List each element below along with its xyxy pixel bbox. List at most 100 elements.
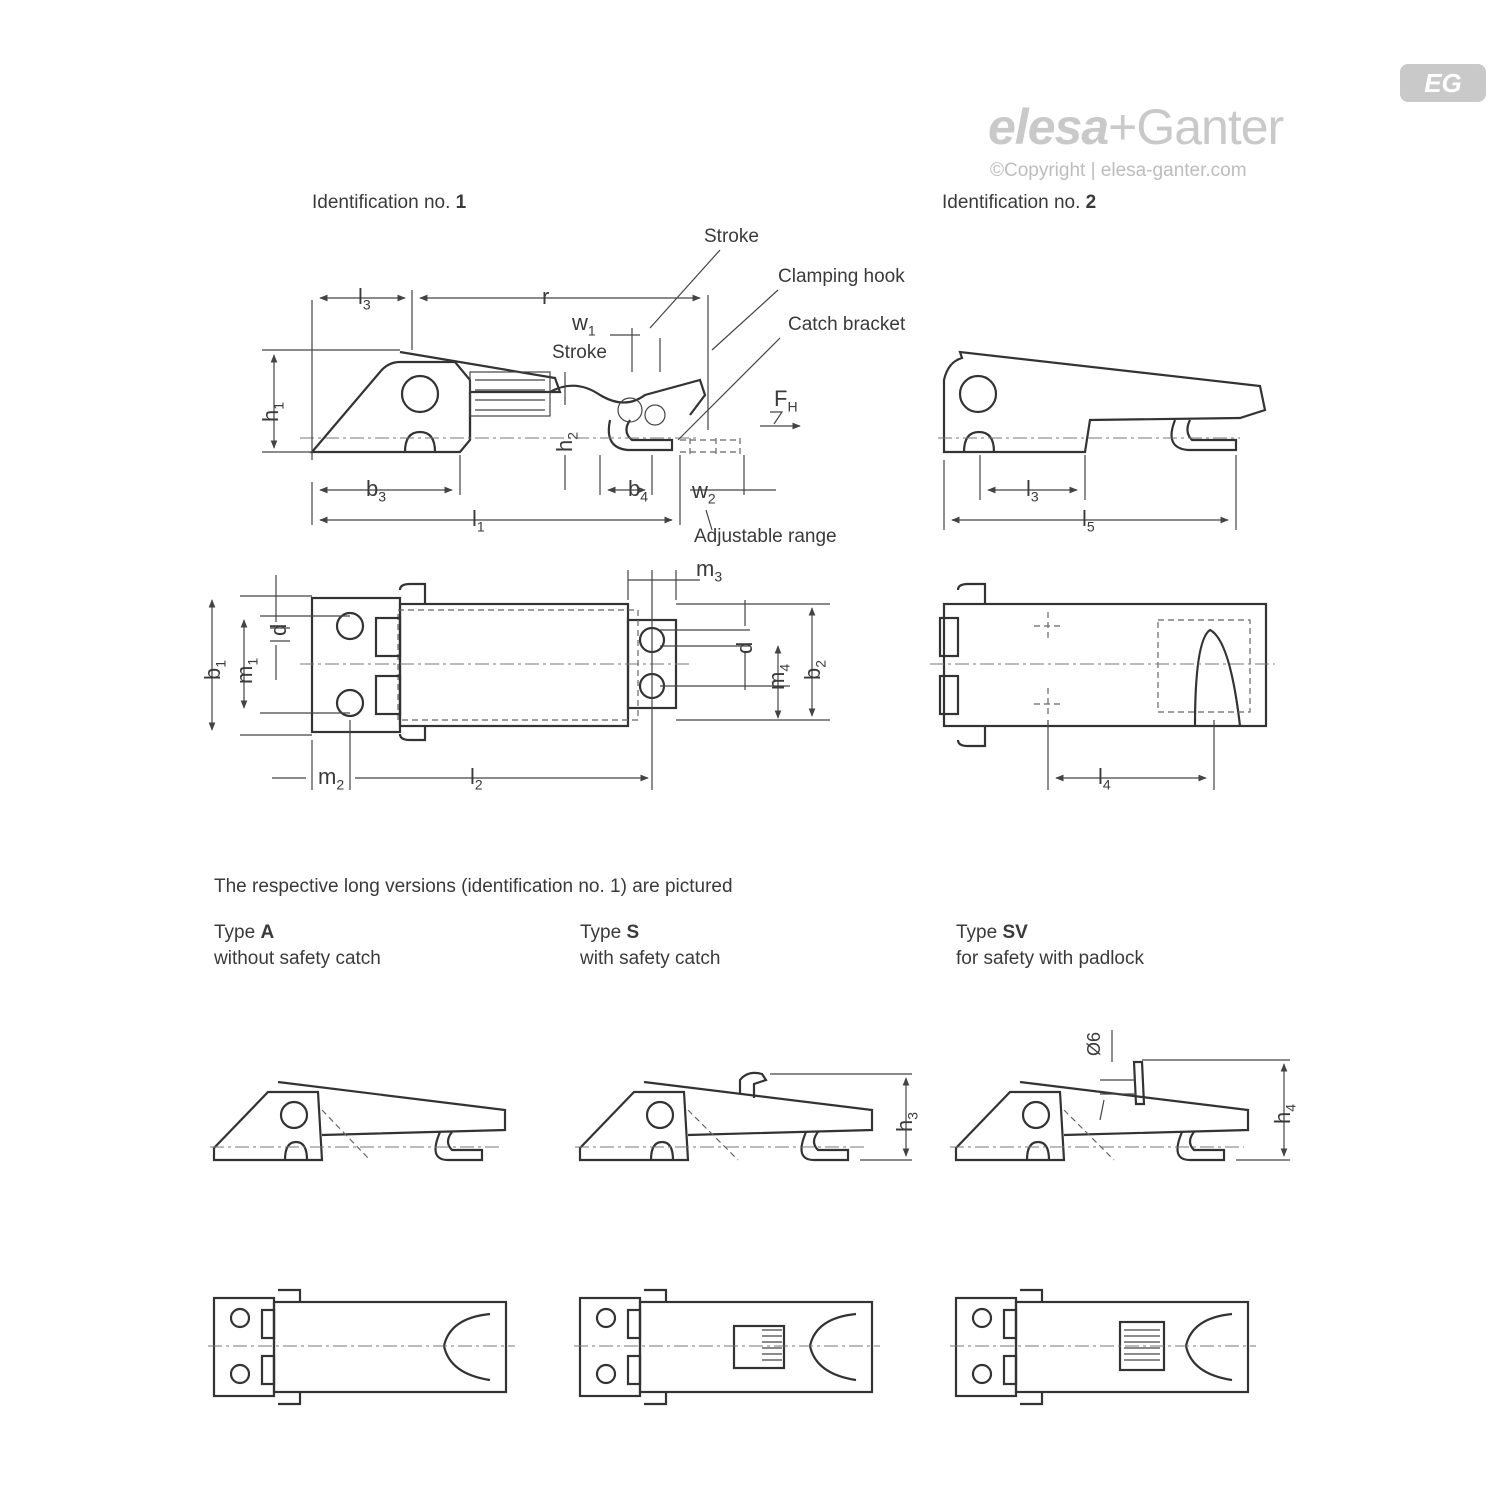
- label-catch-bracket: Catch bracket: [788, 314, 906, 335]
- type-a-top-view: [208, 1288, 515, 1406]
- type-sv-heading: Type SV: [956, 920, 1144, 946]
- id2-top-view: [930, 582, 1275, 790]
- dim2-l4-main: l: [1098, 764, 1103, 789]
- dim-w1: w1: [572, 310, 596, 338]
- type-sv-caption: Type SV for safety with padlock: [956, 920, 1144, 972]
- dim-l3-sub: 3: [362, 296, 371, 313]
- brand-name-part2: Ganter: [1136, 99, 1284, 155]
- type-a-prefix: Type: [214, 922, 256, 943]
- dim-m1-sub: 1: [244, 657, 261, 666]
- type-a-side-view: [210, 1080, 507, 1162]
- dim-w2: w2: [692, 478, 716, 506]
- dim-h3-main: h: [892, 1119, 917, 1132]
- label-stroke-mid: Stroke: [552, 342, 607, 363]
- dim-w2-main: w: [692, 478, 708, 503]
- label-adjustable-range: Adjustable range: [694, 526, 837, 547]
- dim-w2-sub: 2: [707, 490, 716, 507]
- dim-m1-main: m: [232, 665, 257, 684]
- type-a-caption: Type A without safety catch: [214, 920, 381, 972]
- dim-m2-main: m: [318, 764, 337, 789]
- dim-m2: m2: [318, 764, 344, 792]
- dim-b1-main: b: [200, 667, 225, 680]
- type-s-heading: Type S: [580, 920, 720, 946]
- type-sv-desc: for safety with padlock: [956, 948, 1144, 969]
- dim-m3-sub: 3: [714, 568, 723, 585]
- dim-h2-sub: 2: [564, 431, 581, 440]
- dim-l2: l2: [470, 764, 483, 792]
- dim2-l3-main: l: [1026, 476, 1031, 501]
- id2-side-view: [938, 350, 1267, 530]
- dim-r: r: [542, 284, 550, 309]
- dim-b4-main: b: [628, 476, 641, 501]
- dim-m2-sub: 2: [336, 776, 345, 793]
- brand-name: elesa+Ganter: [988, 98, 1284, 156]
- dim-h3-sub: 3: [904, 1111, 921, 1120]
- dim-b1: b1: [200, 660, 228, 680]
- dim-h4: h4: [1270, 1104, 1298, 1124]
- id1-top-view: [208, 570, 830, 790]
- dim-h1-main: h: [258, 409, 283, 422]
- dim-h4-main: h: [1270, 1111, 1295, 1124]
- type-sv-prefix: Type: [956, 922, 998, 943]
- dim-l1-main: l: [472, 506, 477, 531]
- dim-b3-main: b: [366, 476, 379, 501]
- section1-title-text: Identification no.: [312, 192, 451, 213]
- dim2-l4-sub: 4: [1102, 776, 1111, 793]
- dim-l3-main: l: [358, 284, 363, 309]
- type-s-prefix: Type: [580, 922, 622, 943]
- dim-d-left: d: [266, 623, 291, 636]
- dim-b2: b2: [800, 660, 828, 680]
- type-s-desc: with safety catch: [580, 948, 721, 969]
- dim-m4: m4: [764, 664, 792, 690]
- section2-title-number: 2: [1085, 192, 1097, 213]
- dim2-l5-main: l: [1082, 506, 1087, 531]
- type-s-caption: Type S with safety catch: [580, 920, 720, 972]
- types-note: The respective long versions (identifica…: [214, 876, 733, 897]
- dim-l1: l1: [472, 506, 485, 534]
- dim-b4-sub: 4: [640, 488, 649, 505]
- id1-side-view: [262, 249, 801, 531]
- dim-b2-main: b: [800, 667, 825, 680]
- dim-l2-sub: 2: [474, 776, 483, 793]
- dim2-l5: l5: [1082, 506, 1095, 534]
- label-stroke-top: Stroke: [704, 226, 759, 247]
- dim2-l3-sub: 3: [1030, 488, 1039, 505]
- dim2-l4: l4: [1098, 764, 1111, 792]
- dim-b4: b4: [628, 476, 648, 504]
- dim-m3: m3: [696, 556, 722, 584]
- logo-badge: [1400, 64, 1486, 102]
- dim-l3: l3: [358, 284, 371, 312]
- dim-b3: b3: [366, 476, 386, 504]
- type-sv-code: SV: [1002, 922, 1028, 943]
- dim2-l3: l3: [1026, 476, 1039, 504]
- dim-b2-sub: 2: [812, 659, 829, 668]
- dim-w1-sub: 1: [587, 322, 596, 339]
- dim-dia6: Ø6: [1084, 1031, 1104, 1056]
- dim-h1: h1: [258, 402, 286, 422]
- section2-title: Identification no. 2: [942, 192, 1096, 214]
- dim-m3-main: m: [696, 556, 715, 581]
- section1-title: Identification no. 1: [312, 192, 466, 214]
- brand-name-part1: elesa: [988, 99, 1109, 155]
- dim-h3: h3: [892, 1112, 920, 1132]
- dim-m1: m1: [232, 658, 260, 684]
- type-a-heading: Type A: [214, 920, 381, 946]
- type-a-desc: without safety catch: [214, 948, 381, 969]
- dim-fh: FH: [774, 386, 798, 414]
- brand-plus: +: [1108, 99, 1137, 155]
- section2-title-text: Identification no.: [942, 192, 1081, 213]
- type-s-side-view: [575, 1071, 912, 1162]
- label-clamping-hook: Clamping hook: [778, 266, 905, 287]
- brand-logo: EG: [1424, 68, 1462, 98]
- dim-fh-sub: H: [787, 398, 798, 415]
- dim-m4-sub: 4: [776, 663, 793, 672]
- type-sv-side-view: [950, 1030, 1290, 1162]
- type-a-code: A: [260, 922, 275, 943]
- type-s-top-view: [574, 1288, 880, 1406]
- dim-l2-main: l: [470, 764, 475, 789]
- dim-l1-sub: 1: [476, 518, 485, 535]
- dim-b1-sub: 1: [212, 659, 229, 668]
- dim-h2-main: h: [552, 439, 577, 452]
- brand-copyright: ©Copyright | elesa-ganter.com: [990, 160, 1247, 181]
- dim-h2: h2: [552, 432, 580, 452]
